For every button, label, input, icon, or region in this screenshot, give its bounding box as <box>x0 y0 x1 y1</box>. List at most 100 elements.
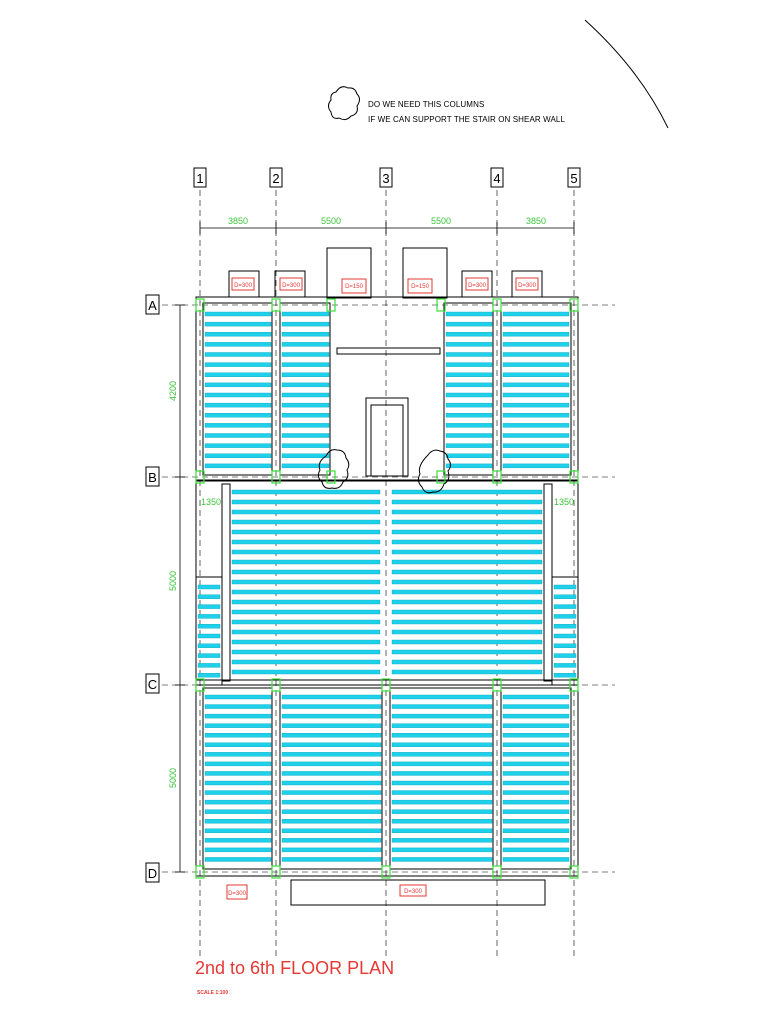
slab-bar <box>231 629 381 635</box>
slab-bar <box>502 828 570 833</box>
grid-label-row-d: D <box>148 866 157 881</box>
slab-bar <box>445 463 493 469</box>
opening-tag: D=300 <box>234 283 253 289</box>
slab-bar <box>281 311 330 317</box>
slab-bar <box>204 704 272 709</box>
dimension-texts: 3850 5500 5500 3850 4200 5000 5000 1350 … <box>168 216 574 788</box>
slab-bar <box>391 799 493 805</box>
slab-bar <box>391 509 543 515</box>
slab-bar <box>391 519 543 525</box>
slab-bar <box>553 584 577 590</box>
slab-bar <box>445 413 493 418</box>
revision-cloud-icon <box>328 86 360 121</box>
slab-bar <box>391 639 543 645</box>
slab-bar <box>204 857 272 862</box>
slab-bar <box>231 589 381 595</box>
slab-bar <box>281 321 330 327</box>
slab-bar <box>502 362 570 367</box>
slab-bar <box>502 332 570 337</box>
slab-bar <box>281 423 330 428</box>
slab-bar <box>204 733 272 738</box>
slab-bar <box>553 633 577 639</box>
slab-bar <box>231 569 381 575</box>
slab-bar <box>391 649 543 655</box>
slab-bar <box>502 838 570 843</box>
opening-tags: D=300 D=300 D=150 D=150 D=300 D=300 D=30… <box>226 277 539 900</box>
slab-bar <box>445 402 493 408</box>
slab-bar <box>281 413 330 418</box>
column <box>436 470 446 484</box>
slab-bar <box>502 433 570 438</box>
slab-bar <box>204 352 272 357</box>
slab-bar <box>502 392 570 398</box>
slab-bar <box>391 579 543 585</box>
slab-bar <box>204 463 272 469</box>
opening-tag: D=150 <box>345 284 364 290</box>
slab-bar <box>231 619 381 625</box>
slab-bar <box>281 771 382 776</box>
slab-bar <box>502 382 570 388</box>
slab-bar <box>204 771 272 776</box>
slab-bar <box>281 809 382 814</box>
span-2-3: 5500 <box>321 216 341 226</box>
slab-bar <box>204 382 272 388</box>
grid-label-col-5: 5 <box>570 171 577 186</box>
slab-bar <box>204 838 272 843</box>
opening-tag: D=300 <box>468 283 487 289</box>
slab-bar <box>391 733 493 738</box>
slab-bar <box>391 771 493 776</box>
slab-bar <box>502 694 570 700</box>
slab-bar <box>391 599 543 605</box>
slab-bar <box>281 780 382 786</box>
slab-bar <box>391 780 493 786</box>
slab-bar <box>204 362 272 367</box>
column <box>195 678 205 692</box>
slab-bar <box>231 499 381 505</box>
slab-bar <box>281 694 382 700</box>
slab-bar <box>502 423 570 428</box>
slab-bar <box>281 790 382 795</box>
slab-bar <box>553 673 577 678</box>
drawing-scale: SCALE 1:100 <box>197 990 229 996</box>
slab-bar <box>391 809 493 814</box>
slab-bar <box>502 372 570 377</box>
slab-bar <box>281 332 330 337</box>
corner-arc <box>584 19 669 129</box>
slab-bar <box>391 857 493 862</box>
slab-bar <box>231 529 381 535</box>
column <box>195 470 205 484</box>
slab-bar <box>281 392 330 398</box>
slab-bar <box>445 423 493 428</box>
slab-bar <box>445 372 493 377</box>
slab-bar <box>391 761 493 767</box>
slab-bar <box>553 643 577 648</box>
column <box>492 470 502 484</box>
slab-bar <box>231 509 381 515</box>
slab-bar <box>445 352 493 357</box>
span-3-4: 5500 <box>431 216 451 226</box>
slab-bar <box>391 629 543 635</box>
slab-bar <box>197 633 221 639</box>
slab-reinforcement <box>197 311 577 862</box>
slab-bar <box>391 752 493 757</box>
slab-bar <box>502 742 570 747</box>
slab-bar <box>502 321 570 327</box>
slab-bar <box>502 761 570 767</box>
dimension-line-left <box>175 304 185 873</box>
slab-bar <box>281 352 330 357</box>
opening-tag: D=300 <box>518 283 537 289</box>
column <box>195 298 205 312</box>
grid-label-row-a: A <box>148 298 157 313</box>
slab-bar <box>197 604 221 609</box>
slab-bar <box>204 443 272 448</box>
slab-bar <box>502 311 570 317</box>
slab-bar <box>502 799 570 805</box>
slab-bar <box>281 463 330 469</box>
column-grid-labels: 1 2 3 4 5 <box>193 167 581 188</box>
slab-bar <box>553 624 577 629</box>
column <box>569 865 579 879</box>
column <box>492 298 502 312</box>
drawing-title: 2nd to 6th FLOOR PLAN <box>195 958 395 978</box>
slab-bar <box>502 443 570 448</box>
column <box>271 298 281 312</box>
